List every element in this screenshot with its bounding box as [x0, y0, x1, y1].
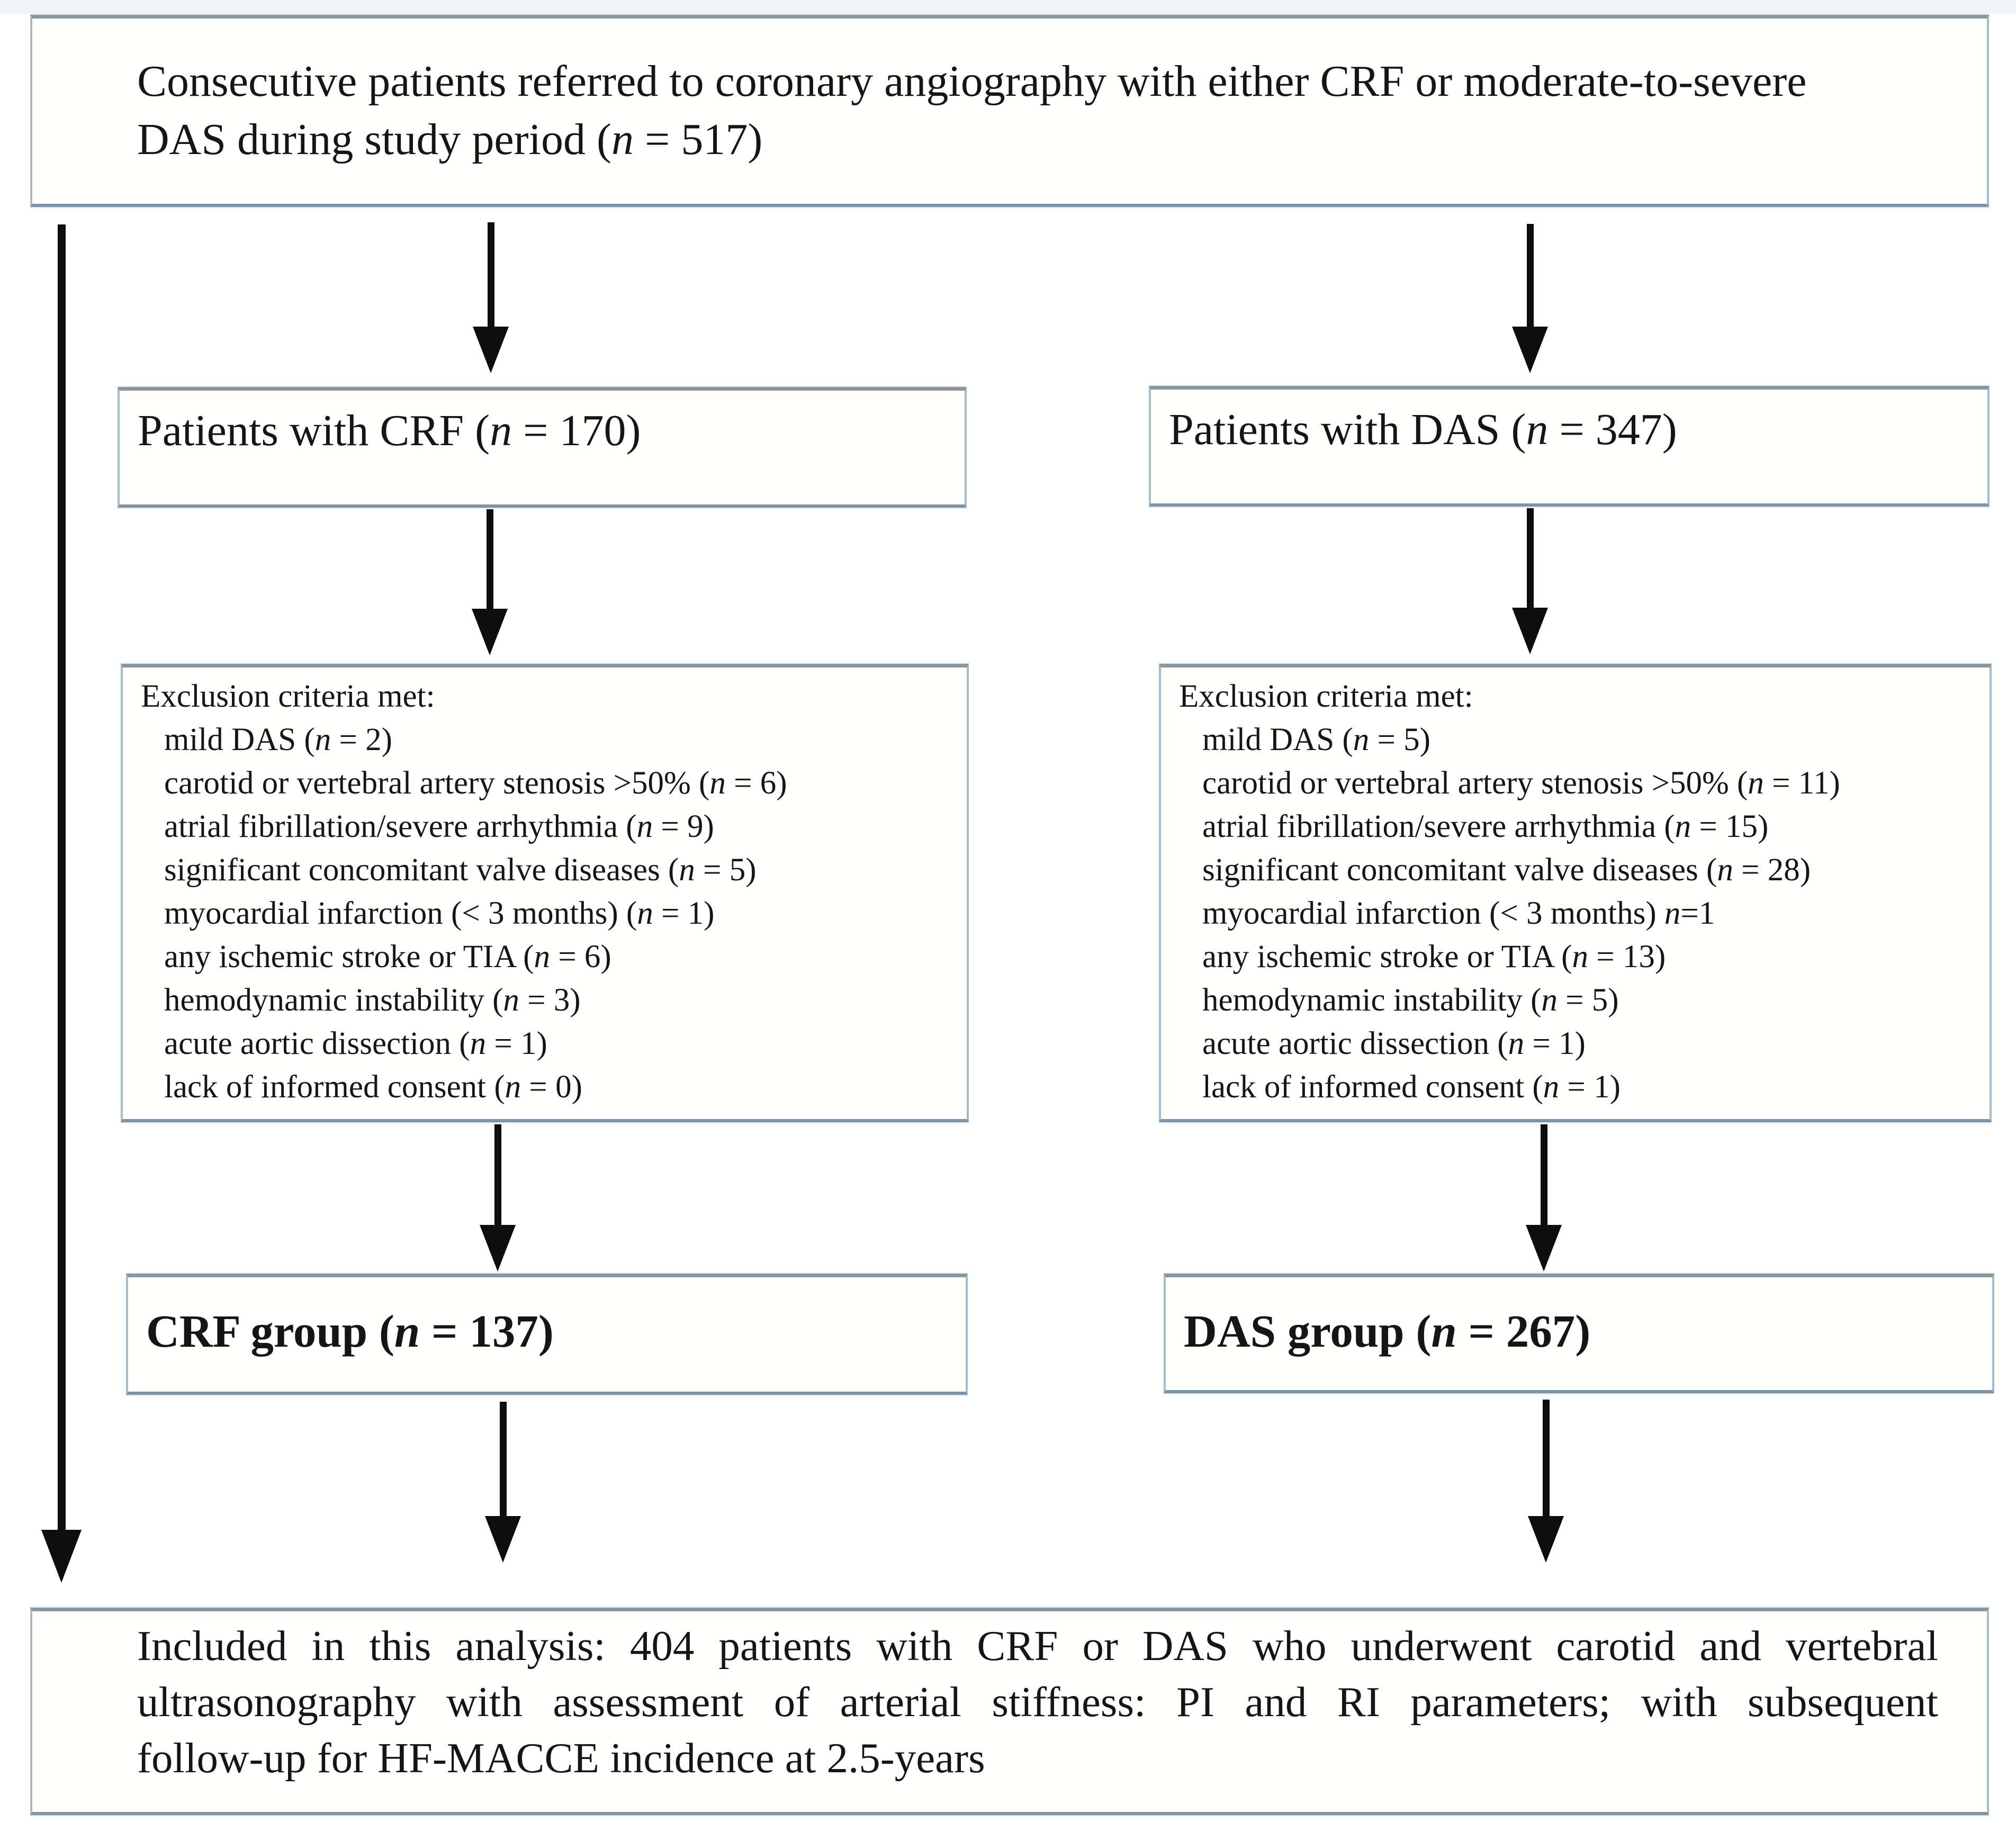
arrow-head-icon [1512, 608, 1548, 654]
box-study-population: Consecutive patients referred to coronar… [30, 15, 1989, 207]
box-crf-group: CRF group (n = 137) [126, 1274, 968, 1395]
arrow-shaft [1542, 1400, 1550, 1516]
exclusion-item: myocardial infarction (< 3 months) (n = … [164, 896, 715, 931]
exclusion-item: lack of informed consent (n = 1) [1202, 1069, 1621, 1105]
box-included-analysis: Included in this analysis: 404 patients … [30, 1608, 1989, 1815]
box-line: Patients with DAS (n = 347) [1169, 405, 1677, 454]
exclusion-item: lack of informed consent (n = 0) [164, 1069, 582, 1105]
box-line: ultrasonography with assessment of arter… [137, 1678, 1938, 1726]
box-exclusion-crf: Exclusion criteria met: mild DAS (n = 2)… [121, 664, 969, 1122]
exclusion-item: myocardial infarction (< 3 months) n=1 [1202, 896, 1715, 931]
arrow-top-to-crf [473, 222, 509, 373]
exclusion-header: Exclusion criteria met: [1179, 679, 1473, 714]
box-line: DAS during study period (n = 517) [137, 115, 763, 164]
arrow-crf-to-exclusion [472, 509, 508, 655]
arrow-shaft [1540, 1124, 1547, 1225]
exclusion-item: mild DAS (n = 5) [1202, 722, 1430, 757]
box-exclusion-das: Exclusion criteria met: mild DAS (n = 5)… [1159, 664, 1992, 1122]
arrow-shaft [1526, 508, 1534, 608]
arrow-shaft [494, 1124, 501, 1225]
arrow-head-icon [485, 1516, 521, 1563]
box-patients-crf: Patients with CRF (n = 170) [118, 387, 967, 508]
box-line: DAS group (n = 267) [1184, 1305, 1591, 1357]
box-line: follow-up for HF-MACCE incidence at 2.5-… [137, 1734, 985, 1782]
arrow-population-to-included [41, 224, 82, 1583]
arrow-shaft [57, 224, 66, 1530]
exclusion-item: hemodynamic instability (n = 3) [164, 982, 581, 1018]
exclusion-item: carotid or vertebral artery stenosis >50… [1202, 765, 1840, 801]
arrow-top-to-das [1512, 224, 1548, 373]
exclusion-item: any ischemic stroke or TIA (n = 13) [1202, 939, 1666, 975]
exclusion-item: hemodynamic instability (n = 5) [1202, 982, 1619, 1018]
arrow-head-icon [41, 1530, 82, 1583]
exclusion-item: atrial fibrillation/severe arrhythmia (n… [164, 809, 714, 844]
arrow-shaft [487, 222, 494, 327]
exclusion-item: mild DAS (n = 2) [164, 722, 392, 757]
arrow-head-icon [1528, 1516, 1564, 1563]
arrow-head-icon [473, 327, 509, 373]
box-das-group: DAS group (n = 267) [1164, 1274, 1994, 1393]
exclusion-item: acute aortic dissection (n = 1) [1202, 1026, 1586, 1061]
arrow-shaft [486, 509, 493, 609]
exclusion-header: Exclusion criteria met: [141, 679, 435, 714]
box-line: Consecutive patients referred to coronar… [137, 57, 1807, 106]
arrow-head-icon [1512, 327, 1548, 373]
arrow-exclusion-to-crf-group [480, 1124, 516, 1271]
exclusion-item: acute aortic dissection (n = 1) [164, 1026, 547, 1061]
exclusion-item: significant concomitant valve diseases (… [164, 852, 757, 888]
arrow-das-to-exclusion [1512, 508, 1548, 654]
page-margin-strip [0, 0, 2016, 14]
arrow-shaft [1526, 224, 1534, 327]
arrow-head-icon [480, 1225, 516, 1271]
box-line: CRF group (n = 137) [146, 1305, 554, 1357]
box-line: Included in this analysis: 404 patients … [137, 1622, 1938, 1670]
box-patients-das: Patients with DAS (n = 347) [1149, 386, 1990, 507]
arrow-das-group-to-included [1528, 1400, 1564, 1563]
exclusion-item: atrial fibrillation/severe arrhythmia (n… [1202, 809, 1769, 844]
exclusion-item: carotid or vertebral artery stenosis >50… [164, 765, 787, 801]
exclusion-item: significant concomitant valve diseases (… [1202, 852, 1811, 888]
arrow-head-icon [472, 609, 508, 655]
arrow-head-icon [1526, 1225, 1562, 1271]
arrow-shaft [499, 1402, 507, 1516]
exclusion-item: any ischemic stroke or TIA (n = 6) [164, 939, 611, 975]
arrow-crf-group-to-included [485, 1402, 521, 1563]
arrow-exclusion-to-das-group [1526, 1124, 1562, 1271]
box-line: Patients with CRF (n = 170) [138, 406, 641, 455]
